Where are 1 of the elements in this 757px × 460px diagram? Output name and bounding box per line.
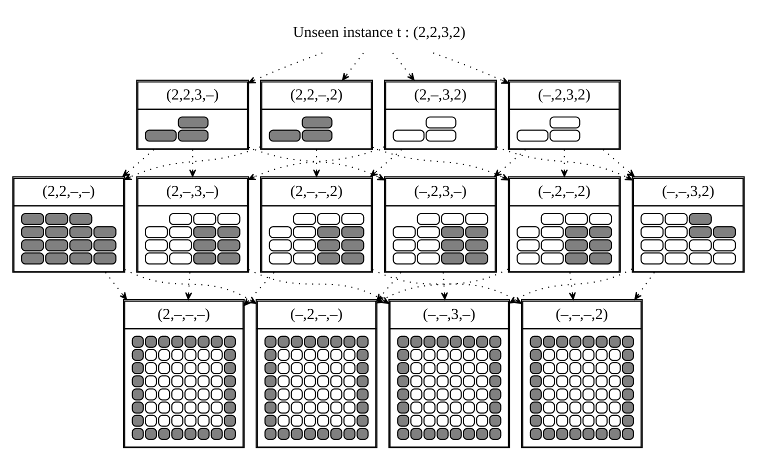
- node-text: Unseen instance t : (2,2,3,2): [292, 24, 466, 41]
